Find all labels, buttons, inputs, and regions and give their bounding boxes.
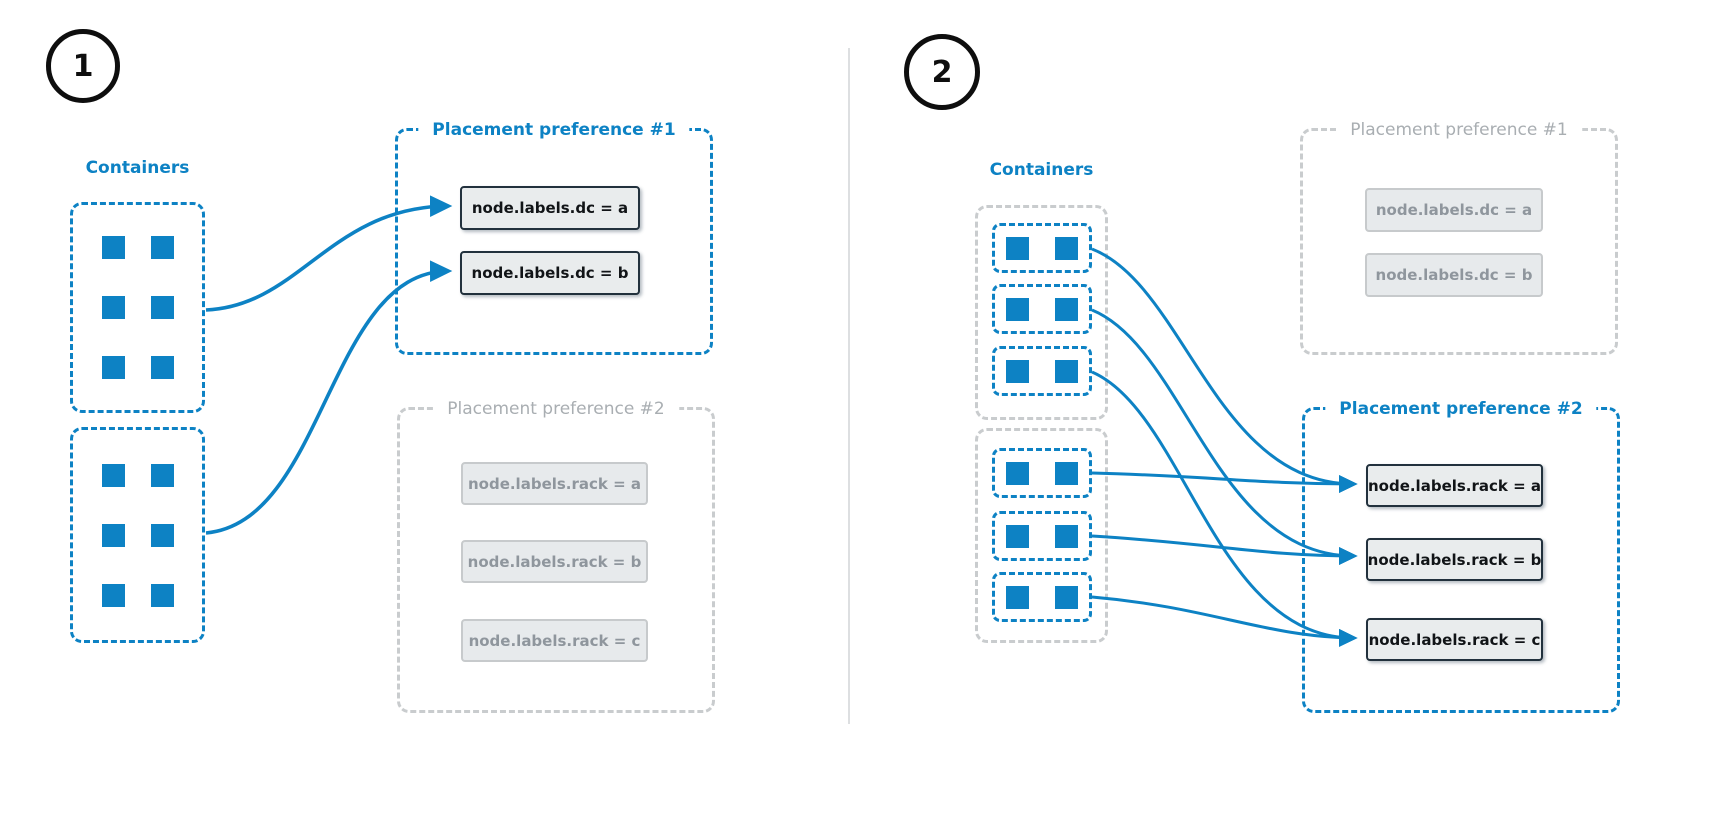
container-icon <box>150 356 174 379</box>
container-icon <box>1055 297 1078 321</box>
constraint-chip: node.labels.dc = a <box>1365 188 1543 232</box>
constraint-chip: node.labels.rack = b <box>1366 538 1543 581</box>
placement-preference-title: Placement preference #2 <box>433 397 679 421</box>
placement-preference-2-right: Placement preference #2 node.labels.rack… <box>1302 397 1620 713</box>
step-number: 1 <box>72 48 94 84</box>
step-number: 2 <box>931 54 953 90</box>
constraint-chip: node.labels.rack = c <box>1366 618 1543 661</box>
placement-preference-title: Placement preference #2 <box>1325 397 1597 421</box>
container-icon <box>1055 585 1078 609</box>
container-icon <box>1006 297 1029 321</box>
container-icon <box>150 583 174 607</box>
container-icon <box>101 583 125 607</box>
constraint-chip: node.labels.rack = b <box>461 540 648 583</box>
container-icon <box>101 523 125 547</box>
constraint-chip: node.labels.dc = a <box>460 186 640 230</box>
container-icon <box>1055 524 1078 548</box>
container-subgroup-6 <box>992 572 1092 622</box>
container-icon <box>1006 359 1029 383</box>
container-icon <box>1006 461 1029 485</box>
container-icon <box>1055 236 1078 260</box>
placement-preference-title: Placement preference #1 <box>1336 118 1582 142</box>
container-subgroup-4 <box>992 448 1092 498</box>
placement-preference-1-right: Placement preference #1 node.labels.dc =… <box>1300 118 1618 355</box>
container-icon <box>150 463 174 487</box>
constraint-chip: node.labels.rack = a <box>1366 464 1543 507</box>
container-icon <box>101 236 125 259</box>
step-badge-2: 2 <box>904 34 980 110</box>
constraint-chip: node.labels.dc = b <box>1365 253 1543 297</box>
container-icon <box>1055 359 1078 383</box>
step-badge-1: 1 <box>46 29 120 103</box>
container-icon <box>150 236 174 259</box>
placement-preference-2-left: Placement preference #2 node.labels.rack… <box>397 397 715 713</box>
container-group-1 <box>70 202 205 413</box>
container-subgroup-5 <box>992 511 1092 561</box>
container-icon <box>1055 461 1078 485</box>
container-group-2 <box>70 427 205 643</box>
containers-label-left: Containers <box>85 158 190 178</box>
constraint-chip: node.labels.rack = c <box>461 619 648 662</box>
container-subgroup-2 <box>992 284 1092 334</box>
container-icon <box>1006 585 1029 609</box>
container-icon <box>101 296 125 319</box>
container-subgroup-3 <box>992 346 1092 396</box>
container-icon <box>150 523 174 547</box>
container-subgroup-1 <box>992 223 1092 273</box>
constraint-chip: node.labels.rack = a <box>461 462 648 505</box>
container-icon <box>101 356 125 379</box>
container-icon <box>150 296 174 319</box>
container-icon <box>1006 524 1029 548</box>
constraint-chip: node.labels.dc = b <box>460 251 640 295</box>
container-icon <box>101 463 125 487</box>
container-icon <box>1006 236 1029 260</box>
panel-divider <box>848 48 850 724</box>
placement-preference-1-left: Placement preference #1 node.labels.dc =… <box>395 118 713 355</box>
placement-preference-title: Placement preference #1 <box>418 118 690 142</box>
containers-label-right: Containers <box>989 160 1094 180</box>
